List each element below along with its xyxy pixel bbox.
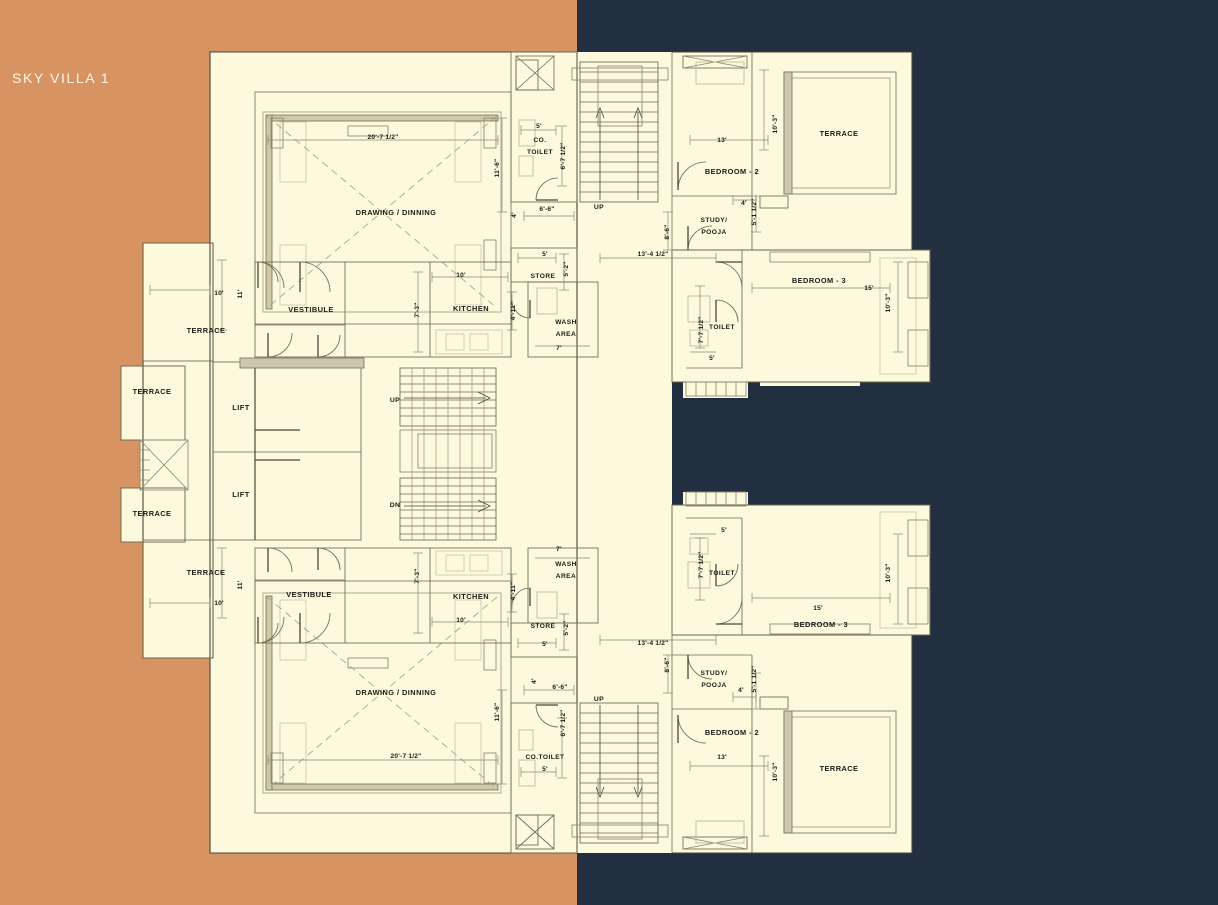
dim-co-toilet-depth-upper: 6'-7 1/2" <box>560 142 567 169</box>
room-label-wash-area-upper-l1: WASH <box>555 319 577 326</box>
dim-wash-width-lower: 7' <box>556 546 562 553</box>
dim-terrace-west-depth-upper: 11' <box>237 289 244 298</box>
dim-wash-depth-upper: 4'-11" <box>510 302 517 321</box>
dim-bedroom2-depth-lower: 10'-3" <box>772 762 779 781</box>
room-label-toilet-lower: TOILET <box>709 570 735 577</box>
dim-corridor-6-6-lower: 6'-6" <box>552 684 567 691</box>
room-label-kitchen-lower: KITCHEN <box>453 592 489 601</box>
room-label-co-toilet-upper-l2: TOILET <box>527 149 553 156</box>
dim-co-toilet-width-upper: 5' <box>536 123 542 130</box>
dim-corridor-4-upper: 4' <box>511 212 518 218</box>
dim-wash-width-upper: 7' <box>556 345 562 352</box>
page-title: SKY VILLA 1 <box>12 70 111 86</box>
plan-text-layer: DRAWING / DINNING 20'-7 1/2" 11'-6" 10' … <box>133 114 892 781</box>
room-label-bedroom-2-lower: BEDROOM - 2 <box>705 728 759 737</box>
room-label-wash-area-upper-l2: AREA <box>556 331 576 338</box>
room-label-lift-2: LIFT <box>232 490 249 499</box>
room-label-drawing-dinning-lower: DRAWING / DINNING <box>356 688 437 697</box>
dim-store-depth-upper: 5'-2" <box>563 261 570 276</box>
room-label-terrace-east-upper: TERRACE <box>820 129 859 138</box>
room-label-lift-1: LIFT <box>232 403 249 412</box>
dim-store-width-upper: 5' <box>542 251 548 258</box>
dim-bedroom3-width-upper: 15' <box>864 285 874 292</box>
room-label-terrace-west-lower: TERRACE <box>187 568 226 577</box>
dim-store-depth-lower: 5'-2" <box>563 620 570 635</box>
room-label-store-lower: STORE <box>531 623 556 630</box>
dim-drawing-depth-lower: 11'-6" <box>494 703 501 722</box>
room-label-wash-area-lower-l2: AREA <box>556 573 576 580</box>
room-label-study-lower-l2: POOJA <box>701 682 726 689</box>
room-label-study-upper-l1: STUDY/ <box>701 217 728 224</box>
unit-lower <box>254 491 931 854</box>
dim-co-toilet-depth-lower: 6'-7 1/2" <box>560 709 567 736</box>
core-stair-label-dn: DN <box>390 502 401 509</box>
core-stair-label-up: UP <box>390 397 400 404</box>
dim-co-toilet-width-lower: 5' <box>542 766 548 773</box>
room-label-vestibule-upper: VESTIBULE <box>288 305 334 314</box>
dim-bedroom3-depth-upper: 10'-3" <box>885 293 892 312</box>
stair-label-up-upper: UP <box>594 204 604 211</box>
central-core <box>212 357 497 541</box>
dim-toilet-width-lower: 5' <box>721 527 727 534</box>
dim-kitchen-width-upper: 10' <box>456 272 466 279</box>
dim-corridor-8-6-lower: 8'-6" <box>664 657 671 672</box>
dim-toilet-width-upper: 5' <box>709 355 715 362</box>
dim-bedroom2-width-upper: 13' <box>717 137 727 144</box>
dim-corridor-13-4-lower: 13'-4 1/2" <box>638 640 669 647</box>
room-label-store-upper: STORE <box>531 273 556 280</box>
dim-study-width-upper: 4' <box>741 200 747 207</box>
room-label-co-toilet-lower: CO.TOILET <box>525 754 564 761</box>
dim-store-width-lower: 5' <box>542 641 548 648</box>
dim-kitchen-width-lower: 10' <box>456 617 466 624</box>
room-label-kitchen-upper: KITCHEN <box>453 304 489 313</box>
room-label-bedroom-3-lower: BEDROOM - 3 <box>794 620 848 629</box>
plan-slab-fills <box>121 52 930 853</box>
unit-upper <box>254 51 931 397</box>
room-label-drawing-dinning-upper: DRAWING / DINNING <box>356 208 437 217</box>
dim-study-depth-upper: 5'-1 1/2" <box>751 198 758 225</box>
dim-study-width-lower: 4' <box>738 687 744 694</box>
dim-drawing-width-upper: 20'-7 1/2" <box>368 134 399 141</box>
dim-toilet-depth-lower: 7'-7 1/2" <box>698 551 705 578</box>
dim-corridor-13-4-upper: 13'-4 1/2" <box>638 251 669 258</box>
dim-drawing-depth-upper: 11'-6" <box>494 159 501 178</box>
room-label-terrace-small-upper: TERRACE <box>133 387 172 396</box>
dim-kitchen-depth-upper: 7'-3" <box>414 302 421 317</box>
dim-corridor-4-lower: 4' <box>531 678 538 684</box>
dim-kitchen-depth-lower: 7'-3" <box>414 568 421 583</box>
dim-bedroom2-width-lower: 13' <box>717 754 727 761</box>
dim-study-depth-lower: 5'-1 1/2" <box>751 665 758 692</box>
dim-bedroom3-depth-lower: 10'-3" <box>885 563 892 582</box>
room-label-bedroom-3-upper: BEDROOM - 3 <box>792 276 846 285</box>
dim-terrace-west-width-upper: 10' <box>214 290 224 297</box>
west-terrace-wings <box>120 242 279 659</box>
room-label-vestibule-lower: VESTIBULE <box>286 590 332 599</box>
dim-terrace-west-width-lower: 10' <box>214 600 224 607</box>
dim-bedroom3-width-lower: 15' <box>813 605 823 612</box>
room-label-toilet-upper: TOILET <box>709 324 735 331</box>
dim-terrace-west-depth-lower: 11' <box>237 580 244 589</box>
room-label-bedroom-2-upper: BEDROOM - 2 <box>705 167 759 176</box>
room-label-study-upper-l2: POOJA <box>701 229 726 236</box>
dim-toilet-depth-upper: 7'-7 1/2" <box>698 316 705 343</box>
dim-drawing-width-lower: 20'-7 1/2" <box>391 753 422 760</box>
dim-corridor-8-6-upper: 8'-6" <box>664 224 671 239</box>
dim-wash-depth-lower: 4'-11" <box>510 582 517 601</box>
room-label-terrace-small-lower: TERRACE <box>133 509 172 518</box>
room-label-wash-area-lower-l1: WASH <box>555 561 577 568</box>
room-label-terrace-west-upper: TERRACE <box>187 326 226 335</box>
room-label-co-toilet-upper-l1: CO. <box>533 137 546 144</box>
room-label-study-lower-l1: STUDY/ <box>701 670 728 677</box>
dim-corridor-6-6-upper: 6'-6" <box>539 206 554 213</box>
dim-bedroom2-depth-upper: 10'-3" <box>772 114 779 133</box>
stair-label-up-lower: UP <box>594 696 604 703</box>
room-label-terrace-east-lower: TERRACE <box>820 764 859 773</box>
